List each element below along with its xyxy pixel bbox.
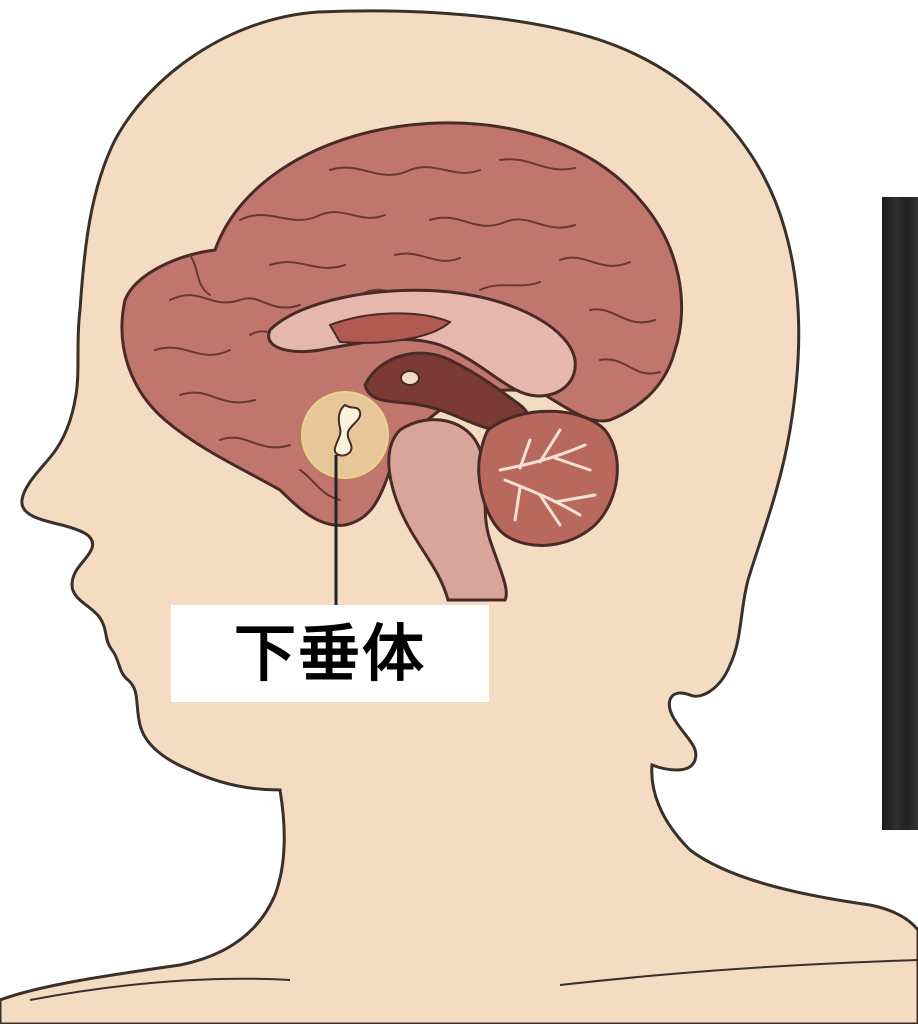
pituitary-label: 下垂体 [234,623,426,685]
cerebellum [479,411,618,545]
pituitary-label-box: 下垂体 [171,605,489,702]
side-photo-panel [882,197,918,830]
massa-intermedia [401,371,419,385]
